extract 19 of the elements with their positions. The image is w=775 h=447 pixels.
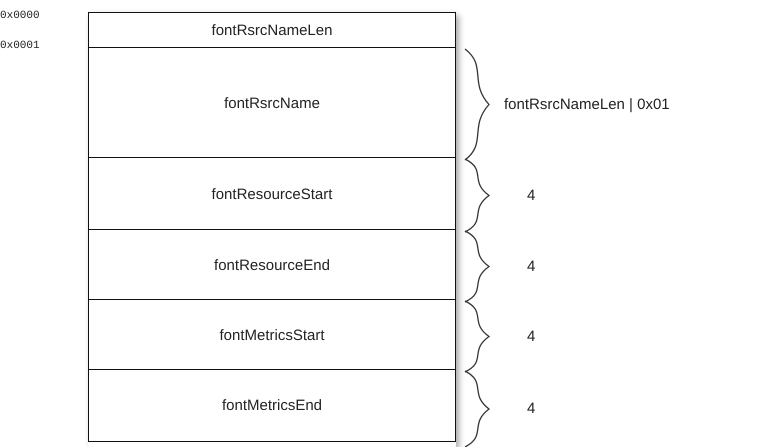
- size-label: 4: [527, 258, 536, 274]
- memory-field-row: [88, 299, 456, 371]
- memory-field-row: [88, 369, 456, 442]
- field-name: fontResourceEnd: [214, 256, 330, 274]
- size-label: 4: [527, 186, 536, 204]
- field-name: fontMetricsEnd: [222, 397, 322, 414]
- field-name: fontResourceStart: [212, 186, 332, 202]
- field-name: fontMetricsStart: [219, 326, 325, 344]
- field-name: fontRsrcName: [224, 94, 320, 112]
- memory-field-row: [88, 47, 456, 159]
- memory-field-row: [88, 157, 456, 231]
- size-label: 4: [527, 400, 536, 417]
- address-label: 0x0000: [0, 10, 40, 22]
- memory-field-row: [88, 229, 456, 301]
- size-label: 4: [527, 328, 536, 344]
- field-name: fontRsrcNameLen: [212, 22, 332, 39]
- memory-field-row: [88, 12, 456, 49]
- address-label: 0x0001: [0, 40, 40, 52]
- size-label: fontRsrcNameLen | 0x01: [504, 96, 670, 112]
